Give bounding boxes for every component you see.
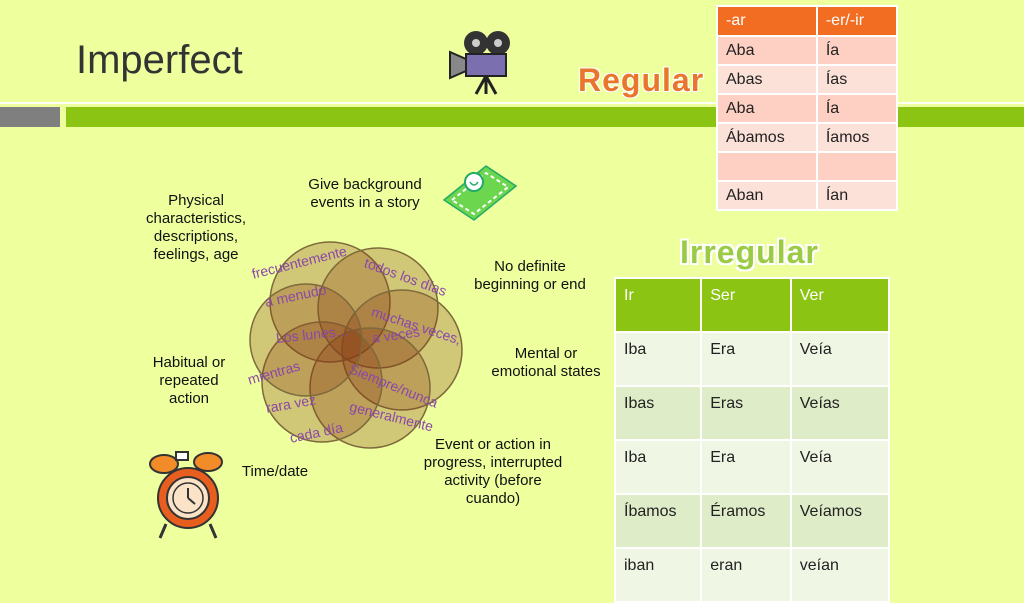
table-cell: Ábamos bbox=[716, 122, 818, 153]
regular-endings-table: -ar -er/-ir Aba Ía Abas Ías Aba Ía Ábamo… bbox=[716, 5, 899, 211]
table-cell: Veía bbox=[789, 331, 891, 387]
divider-line bbox=[0, 102, 1024, 104]
label-background: Give background events in a story bbox=[308, 176, 422, 211]
regular-header-ar: -ar bbox=[716, 5, 818, 37]
table-cell: Ía bbox=[815, 35, 899, 66]
table-cell: Ían bbox=[815, 180, 899, 211]
table-row: Abas Ías bbox=[716, 64, 899, 95]
table-row: Ábamos Íamos bbox=[716, 122, 899, 153]
table-cell bbox=[815, 151, 899, 182]
table-cell: Era bbox=[700, 331, 792, 387]
table-cell: Aba bbox=[716, 93, 818, 124]
label-no-definite: No definite beginning or end bbox=[474, 258, 586, 293]
table-row: Aban Ían bbox=[716, 180, 899, 211]
irregular-heading: Irregular bbox=[680, 234, 819, 270]
table-cell: Era bbox=[700, 439, 792, 495]
table-cell: Íbamos bbox=[613, 493, 703, 549]
table-cell: Eras bbox=[700, 385, 792, 441]
table-row: Aba Ía bbox=[716, 35, 899, 66]
irregular-header-ver: Ver bbox=[789, 277, 891, 333]
table-cell: Veíamos bbox=[789, 493, 891, 549]
film-projector-icon bbox=[449, 31, 510, 95]
label-habitual: Habitual or repeated action bbox=[152, 354, 226, 407]
venn-circle bbox=[309, 327, 431, 449]
table-cell: Aban bbox=[716, 180, 818, 211]
regular-heading: Regular bbox=[578, 62, 705, 98]
alarm-clock-icon bbox=[149, 451, 223, 539]
table-cell: Veías bbox=[789, 385, 891, 441]
label-physical: Physical characteristics, descriptions, … bbox=[145, 192, 247, 263]
table-cell: Ibas bbox=[613, 385, 703, 441]
table-cell: Ías bbox=[815, 64, 899, 95]
table-cell: Aba bbox=[716, 35, 818, 66]
table-cell: Éramos bbox=[700, 493, 792, 549]
beach-towel-icon bbox=[442, 165, 518, 221]
label-progress: Event or action in progress, interrupted… bbox=[423, 436, 563, 507]
table-cell: eran bbox=[700, 547, 792, 603]
irregular-verbs-table: Ir Ser Ver Iba Era Veía Ibas Eras Veías … bbox=[613, 277, 891, 603]
irregular-header-ir: Ir bbox=[613, 277, 703, 333]
table-row: Ibas Eras Veías bbox=[613, 385, 891, 441]
table-cell: Veía bbox=[789, 439, 891, 495]
venn-circle bbox=[269, 241, 391, 363]
table-cell: Iba bbox=[613, 331, 703, 387]
table-cell: Ía bbox=[815, 93, 899, 124]
label-mental: Mental or emotional states bbox=[491, 345, 601, 380]
table-row: Aba Ía bbox=[716, 93, 899, 124]
table-row: Iba Era Veía bbox=[613, 439, 891, 495]
label-time: Time/date bbox=[241, 463, 309, 480]
table-cell: Abas bbox=[716, 64, 818, 95]
venn-circle bbox=[341, 289, 463, 411]
venn-circle bbox=[317, 247, 439, 369]
table-row bbox=[716, 151, 899, 182]
venn-circle bbox=[261, 321, 383, 443]
irregular-header-ser: Ser bbox=[700, 277, 792, 333]
table-cell: Íamos bbox=[815, 122, 899, 153]
table-row: Iba Era Veía bbox=[613, 331, 891, 387]
regular-header-er-ir: -er/-ir bbox=[815, 5, 899, 37]
table-cell: Iba bbox=[613, 439, 703, 495]
table-row: Íbamos Éramos Veíamos bbox=[613, 493, 891, 549]
header-bar-gray bbox=[0, 107, 60, 127]
page-title: Imperfect bbox=[76, 38, 243, 82]
table-cell: iban bbox=[613, 547, 703, 603]
venn-circle bbox=[249, 283, 363, 397]
table-cell: veían bbox=[789, 547, 891, 603]
table-cell bbox=[716, 151, 818, 182]
table-row: iban eran veían bbox=[613, 547, 891, 603]
venn-diagram bbox=[249, 241, 463, 449]
